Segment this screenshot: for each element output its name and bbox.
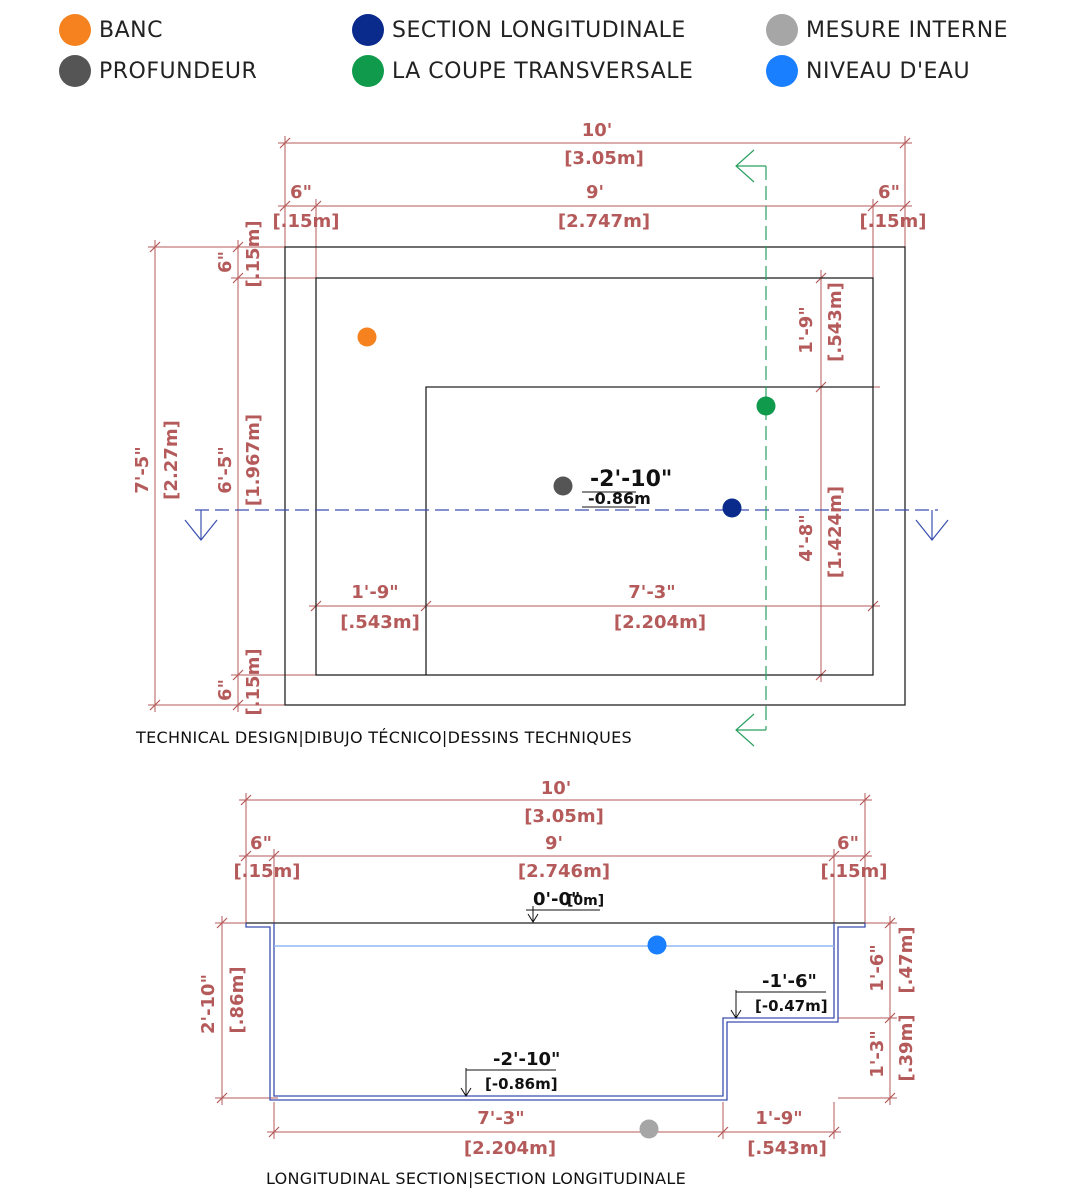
plan-pool-outline	[284, 246, 906, 706]
plan-deep-height-m: [1.424m]	[825, 486, 846, 578]
plan-right-wall-ft: 6"	[878, 182, 900, 203]
level-floor-ft: -2'-10"	[493, 1049, 560, 1070]
section-right-wall-ft: 6"	[837, 833, 859, 854]
legend-label: PROFUNDEUR	[99, 59, 258, 84]
section-caption: LONGITUDINAL SECTION|SECTION LONGITUDINA…	[266, 1169, 686, 1188]
plan-total-height-m: [2.27m]	[161, 420, 182, 500]
plan-total-width-ft: 10'	[582, 120, 613, 141]
plan-view: 10' [3.05m] 6" [.15m] 9' [2.747m] 6" [.1…	[132, 120, 949, 747]
section-right-wall-m: [.15m]	[820, 861, 887, 882]
plan-inner-width-ft: 9'	[586, 182, 604, 203]
plan-deep-width-m: [2.204m]	[614, 612, 706, 633]
plan-total-width-m: [3.05m]	[564, 148, 644, 169]
plan-bench-width-ft: 1'-9"	[351, 582, 398, 603]
section-inner-width-m: [2.746m]	[518, 861, 610, 882]
plan-bench-depth-ft: 1'-9"	[796, 306, 817, 353]
section-left-wall-ft: 6"	[250, 833, 272, 854]
level-top-m: [0m]	[567, 893, 604, 909]
green-dot-icon	[352, 55, 384, 87]
plan-top-wall-ft: 6"	[215, 251, 236, 273]
section-bench-length-m: [.543m]	[747, 1138, 827, 1159]
section-total-width-m: [3.05m]	[524, 806, 604, 827]
plan-dimension-lines	[148, 136, 912, 712]
plan-depth-ft: -2'-10"	[590, 467, 672, 492]
plan-inner-height-m: [1.967m]	[243, 414, 264, 506]
water-level-marker-icon	[647, 935, 667, 955]
section-total-width-ft: 10'	[541, 778, 572, 799]
navy-dot-icon	[352, 14, 384, 46]
legend-label: LA COUPE TRANSVERSALE	[392, 59, 694, 84]
plan-caption: TECHNICAL DESIGN|DIBUJO TÉCNICO|DESSINS …	[135, 728, 632, 747]
section-view: 0'-0" [0m] -1'-6" [-0.47m] -2'-10" [-0.8…	[198, 778, 917, 1188]
plan-deep-height-ft: 4'-8"	[796, 514, 817, 561]
light-gray-dot-icon	[766, 14, 798, 46]
plan-left-wall-m: [.15m]	[272, 211, 339, 232]
plan-total-height-ft: 7'-5"	[132, 446, 153, 493]
longitudinal-cut-line	[184, 509, 949, 541]
section-pool-profile	[245, 922, 866, 1101]
plan-deep-width-ft: 7'-3"	[628, 582, 675, 603]
section-deep-length-ft: 7'-3"	[477, 1108, 524, 1129]
bench-marker-icon	[357, 327, 377, 347]
longitudinal-section-marker-icon	[722, 498, 742, 518]
blue-dot-icon	[766, 55, 798, 87]
section-left-wall-m: [.15m]	[233, 861, 300, 882]
internal-measure-marker-icon	[639, 1119, 659, 1139]
cross-cut-line	[735, 149, 767, 747]
plan-top-wall-m: [.15m]	[243, 220, 264, 287]
plan-bottom-wall-ft: 6"	[215, 679, 236, 701]
plan-bottom-wall-m: [.15m]	[243, 648, 264, 715]
plan-right-wall-m: [.15m]	[859, 211, 926, 232]
section-depth-ft: 2'-10"	[198, 974, 219, 1034]
legend-label: SECTION LONGITUDINALE	[392, 18, 686, 43]
level-bench-ft: -1'-6"	[762, 971, 817, 992]
level-top-ft: 0'-0"	[533, 889, 580, 910]
plan-left-wall-ft: 6"	[290, 182, 312, 203]
level-symbol-icons	[460, 906, 826, 1097]
section-depth-m: [.86m]	[227, 966, 248, 1033]
section-inner-width-ft: 9'	[545, 833, 563, 854]
level-floor-m: [-0.86m]	[485, 1075, 558, 1093]
legend-label: NIVEAU D'EAU	[806, 59, 971, 84]
section-bench-length-ft: 1'-9"	[755, 1108, 802, 1129]
section-bench-height-m: [.47m]	[896, 926, 917, 993]
legend-label: MESURE INTERNE	[806, 18, 1009, 43]
plan-inner-width-m: [2.747m]	[558, 211, 650, 232]
plan-bench-width-m: [.543m]	[340, 612, 420, 633]
level-bench-m: [-0.47m]	[755, 997, 828, 1015]
plan-depth-m: -0.86m	[588, 489, 651, 508]
orange-dot-icon	[59, 14, 91, 46]
cross-section-marker-icon	[756, 396, 776, 416]
depth-marker-icon	[553, 476, 573, 496]
section-bench-height-ft: 1'-6"	[867, 944, 888, 991]
plan-dimension-ticks	[149, 137, 911, 711]
plan-bench-depth-m: [.543m]	[825, 282, 846, 362]
dark-gray-dot-icon	[59, 55, 91, 87]
legend-label: BANC	[99, 18, 163, 43]
section-step-height-ft: 1'-3"	[867, 1030, 888, 1077]
plan-inner-height-ft: 6'-5"	[215, 446, 236, 493]
section-step-height-m: [.39m]	[896, 1014, 917, 1081]
section-deep-length-m: [2.204m]	[464, 1138, 556, 1159]
